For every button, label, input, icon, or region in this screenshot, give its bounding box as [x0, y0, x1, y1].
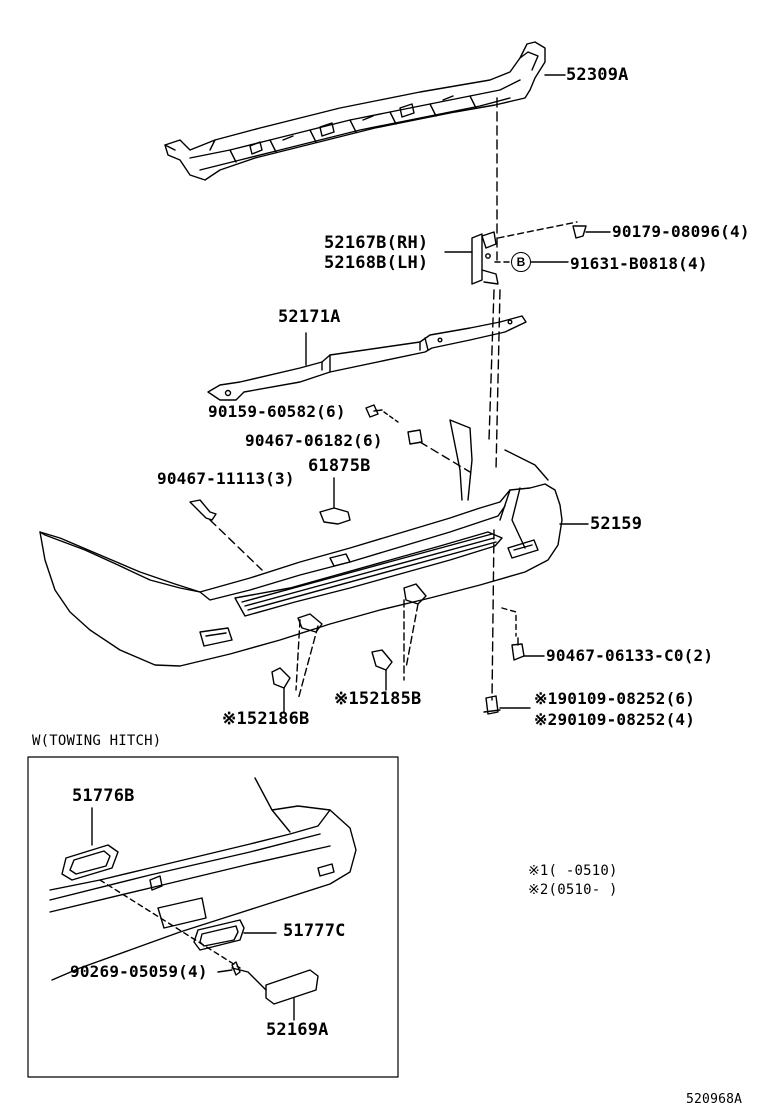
- label-52185B: ※152185B: [334, 689, 422, 709]
- note-2: ※2(0510- ): [528, 882, 618, 898]
- bracket-52186B: [271, 667, 291, 689]
- label-90467-06133: 90467-06133-C0(2): [546, 646, 714, 665]
- label-52167B: 52167B(RH): [324, 233, 429, 253]
- label-90159: 90159-60582(6): [208, 402, 346, 421]
- label-61875B: 61875B: [308, 456, 371, 476]
- clip-90179: [572, 225, 587, 239]
- screw-90269: [231, 967, 267, 991]
- towing-hitch-title: W(TOWING HITCH): [32, 733, 162, 749]
- bracket-52186B-top: [297, 613, 323, 633]
- cover-61875B: [319, 507, 351, 525]
- label-52171A: 52171A: [278, 307, 341, 327]
- diagram-reference-number: 520968A: [686, 1092, 743, 1107]
- bracket-52185B-top: [403, 583, 427, 605]
- towing-hitch-box: [27, 756, 399, 1078]
- bolt-90109: [483, 695, 501, 715]
- cap-52169A: [265, 969, 319, 1005]
- hitch-bumper: [49, 777, 357, 981]
- gasket-51776B: [61, 844, 119, 881]
- label-90269: 90269-05059(4): [70, 962, 208, 981]
- label-51777C: 51777C: [283, 921, 346, 941]
- label-52309A: 52309A: [566, 65, 629, 85]
- label-91631: 91631-B0818(4): [570, 254, 708, 273]
- label-52168B: 52168B(LH): [324, 253, 429, 273]
- label-90179: 90179-08096(4): [612, 222, 750, 241]
- bumper-cover-part: [39, 419, 563, 667]
- label-52159: 52159: [590, 514, 643, 534]
- nut-90467-06182: [407, 429, 423, 445]
- clip-90467-11113: [189, 499, 217, 521]
- bracket-part: [471, 231, 499, 285]
- clip-90467-06133: [511, 643, 525, 661]
- bolt-90159: [365, 404, 383, 418]
- gasket-51777C: [193, 919, 245, 951]
- undercover-part: [164, 41, 546, 181]
- label-51776B: 51776B: [72, 786, 135, 806]
- label-90467-11113: 90467-11113(3): [157, 469, 295, 488]
- note-1: ※1( -0510): [528, 863, 618, 879]
- bracket-52185B: [371, 649, 393, 671]
- circle-b-marker: B: [511, 252, 531, 272]
- reinforcement-part: [207, 315, 527, 401]
- label-52186B: ※152186B: [222, 709, 310, 729]
- label-90467-06182: 90467-06182(6): [245, 431, 383, 450]
- label-52169A: 52169A: [266, 1020, 329, 1040]
- label-90109-1: ※190109-08252(6): [534, 689, 696, 708]
- label-90109-2: ※290109-08252(4): [534, 710, 696, 729]
